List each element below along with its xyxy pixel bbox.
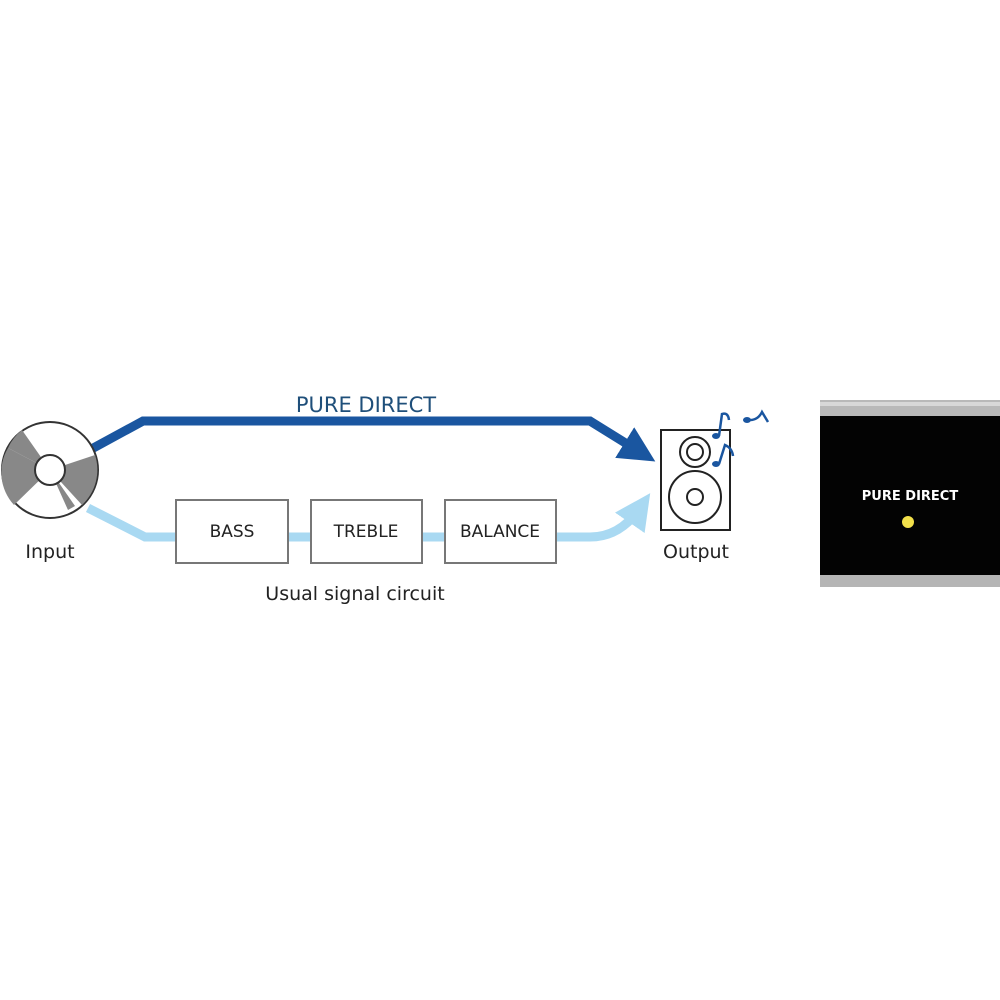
bass-block-label: BASS xyxy=(210,522,255,542)
usual-signal-path xyxy=(85,493,651,542)
balance-block-label: BALANCE xyxy=(460,522,540,542)
panel-label: PURE DIRECT xyxy=(862,489,959,504)
speaker-icon xyxy=(660,429,731,531)
input-label: Input xyxy=(25,541,74,563)
music-note-icon xyxy=(712,409,770,467)
pure-direct-path xyxy=(83,416,656,462)
cd-disc-icon xyxy=(1,421,99,519)
treble-block-label: TREBLE xyxy=(333,522,399,542)
pure-direct-panel: PURE DIRECT xyxy=(820,400,1000,587)
pure-direct-label: PURE DIRECT xyxy=(296,393,436,417)
balance-block: BALANCE xyxy=(444,499,557,564)
output-label: Output xyxy=(663,541,729,563)
bass-block: BASS xyxy=(175,499,289,564)
pure-direct-indicator-led xyxy=(902,516,914,528)
usual-circuit-label: Usual signal circuit xyxy=(265,583,444,605)
treble-block: TREBLE xyxy=(310,499,423,564)
